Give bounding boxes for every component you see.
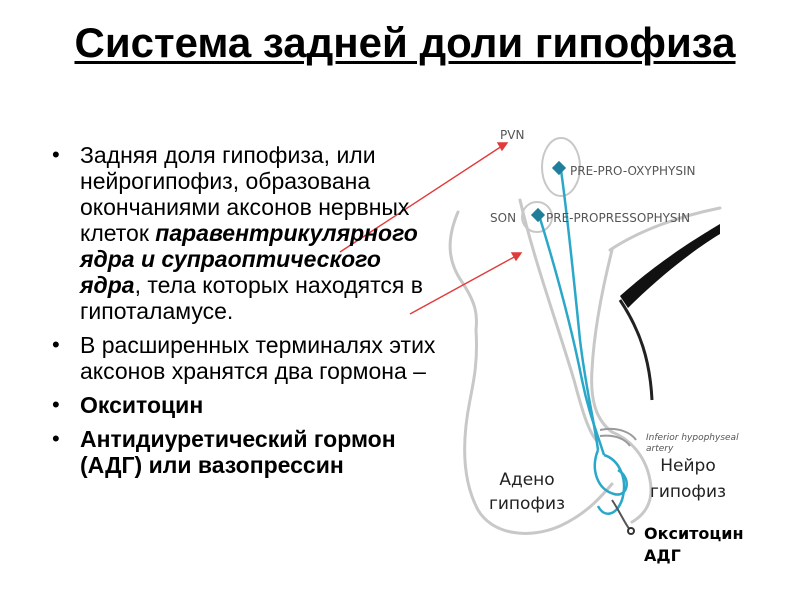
bullet-item: Задняя доля гипофиза, или нейрогипофиз, … (44, 142, 444, 324)
axon-terminal-loop-2 (596, 453, 626, 515)
neurohypophysis-label-line1: Нейро (660, 456, 715, 476)
son-nucleus-outline (521, 201, 553, 233)
hormone-adh-label: АДГ (644, 546, 681, 565)
third-ventricle-outline (608, 206, 722, 252)
bullet-item: Антидиуретический гормон (АДГ) или вазоп… (44, 426, 444, 478)
bullet-item: Окситоцин (44, 392, 444, 418)
bullet-list: Задняя доля гипофиза, или нейрогипофиз, … (44, 142, 444, 486)
bullet-emphasis: паравентрикулярного ядра и супраоптическ… (80, 220, 418, 298)
pituitary-stalk-outline-left (518, 198, 598, 442)
son-neuron-body (530, 207, 546, 223)
arrow-head-son (510, 252, 523, 262)
son-axon (537, 214, 606, 456)
pvn-nucleus-outline (541, 137, 581, 197)
neurohypophysis-outline (610, 430, 653, 524)
bullet-emphasis: Антидиуретический гормон (АДГ) или вазоп… (80, 426, 396, 478)
adenohypophysis-outline (463, 328, 614, 535)
bullet-text: , тела которых находятся в гипоталамусе. (80, 272, 423, 324)
pvn-label: PVN (500, 128, 524, 142)
bullet-item: В расширенных терминалях этих аксонов хр… (44, 332, 444, 384)
bullet-text: В расширенных терминалях этих аксонов хр… (80, 332, 436, 384)
hormone-oxytocin-label: Окситоцин (644, 524, 744, 543)
adenohypophysis-label-line2: гипофиз (489, 494, 565, 514)
pvn-neuron-body (551, 160, 567, 176)
brain-mass-dark-band (620, 224, 720, 308)
adenohypophysis-label-line1: Адено (499, 470, 554, 490)
son-product-label: PRE-PROPRESSOPHYSIN (546, 211, 690, 225)
hypothalamus-edge (618, 299, 654, 401)
neurohypophysis-capillary (599, 428, 637, 447)
brain-outline (448, 198, 722, 535)
bullet-text: Задняя доля гипофиза, или нейрогипофиз, … (80, 142, 410, 246)
artery-label-line1: Inferior hypophyseal (646, 433, 739, 443)
hypothalamus-outline-left (448, 210, 478, 332)
pituitary-stalk-outline-right (590, 248, 614, 434)
son-label: SON (490, 211, 516, 225)
axon-terminal-loop-1 (593, 449, 628, 496)
artery-label-line2: artery (646, 444, 674, 454)
arrow-head-pvn (496, 142, 509, 152)
slide-title: Система задней доли гипофиза (74, 19, 736, 66)
bullet-emphasis: Окситоцин (80, 392, 204, 418)
vessel-terminal (627, 527, 635, 535)
neurohypophysis-label-line2: гипофиз (650, 482, 726, 502)
pvn-product-label: PRE-PRO-OXYPHYSIN (570, 164, 695, 178)
